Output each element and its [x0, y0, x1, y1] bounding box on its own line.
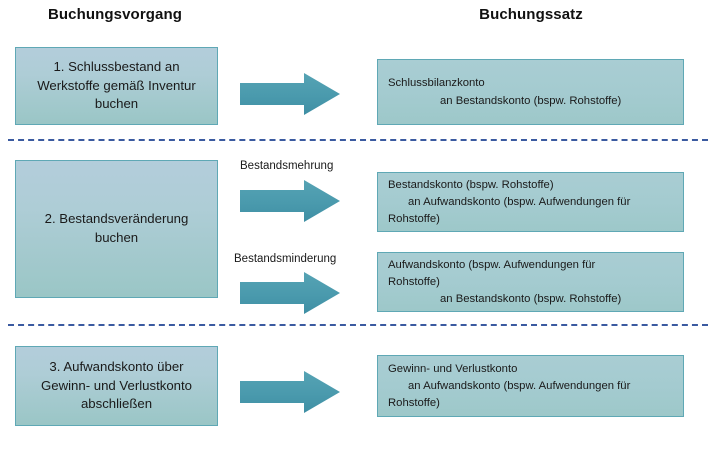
process-box-1: 1. Schlussbestand an Werkstoffe gemäß In… — [15, 47, 218, 125]
entry-line-debit-wrap: Rohstoffe) — [388, 275, 440, 288]
section-separator-1 — [8, 139, 708, 141]
column-heading-buchungssatz: Buchungssatz — [479, 6, 583, 23]
arrow-caption-bestandsmehrung: Bestandsmehrung — [240, 160, 334, 172]
right-arrow-icon-3 — [240, 371, 340, 413]
entry-box-2a: Bestandskonto (bspw. Rohstoffe) an Aufwa… — [377, 172, 684, 232]
right-arrow-icon-2b — [240, 272, 340, 314]
column-heading-buchungsvorgang: Buchungsvorgang — [47, 6, 182, 23]
process-box-3: 3. Aufwandskonto über Gewinn- und Verlus… — [15, 346, 218, 426]
entry-line-debit: Aufwandskonto (bspw. Aufwendungen für — [388, 258, 596, 271]
entry-line-credit-wrap: Rohstoffe) — [388, 213, 440, 226]
entry-line-debit: Bestandskonto (bspw. Rohstoffe) — [388, 178, 554, 191]
entry-box-1: Schlussbilanzkonto an Bestandskonto (bsp… — [377, 59, 684, 125]
right-arrow-icon-1 — [240, 73, 340, 115]
entry-line-credit: an Bestandskonto (bspw. Rohstoffe) — [440, 94, 622, 107]
entry-box-2b: Aufwandskonto (bspw. Aufwendungen für Ro… — [377, 252, 684, 312]
entry-line-credit: an Aufwandskonto (bspw. Aufwendungen für — [408, 379, 631, 392]
right-arrow-icon-2a — [240, 180, 340, 222]
entry-line-debit: Schlussbilanzkonto — [388, 77, 485, 90]
entry-line-debit: Gewinn- und Verlustkonto — [388, 362, 518, 375]
entry-box-3: Gewinn- und Verlustkonto an Aufwandskont… — [377, 355, 684, 417]
arrow-caption-bestandsminderung: Bestandsminderung — [234, 253, 337, 265]
entry-line-credit-wrap: Rohstoffe) — [388, 397, 440, 410]
section-separator-2 — [8, 324, 708, 326]
process-box-2: 2. Bestandsveränderung buchen — [15, 160, 218, 298]
entry-line-credit: an Bestandskonto (bspw. Rohstoffe) — [440, 293, 622, 306]
entry-line-credit: an Aufwandskonto (bspw. Aufwendungen für — [408, 195, 631, 208]
